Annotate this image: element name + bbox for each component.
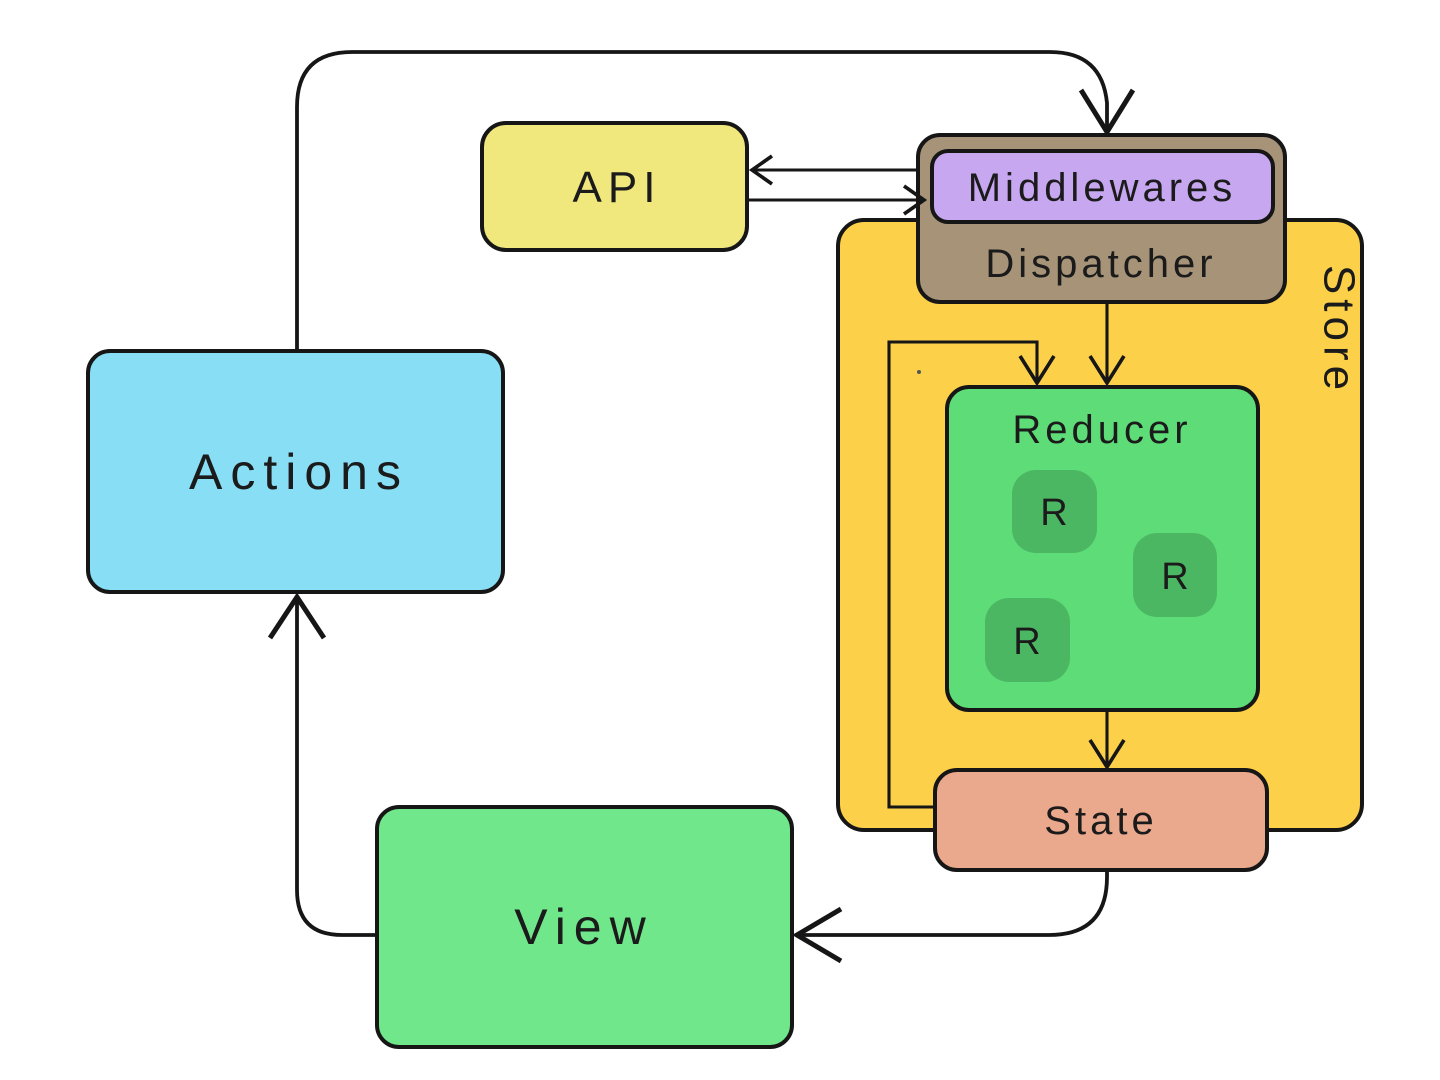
store-label: Store: [1314, 265, 1363, 395]
arrow-reducer-to-state: [1088, 710, 1126, 771]
reducer-r3-label: R: [1013, 621, 1040, 663]
arrow-state-to-reducer: [887, 340, 1056, 809]
reducer-r1-box: [1012, 470, 1097, 553]
ink-speck: [917, 370, 921, 374]
arrow-actions-to-dispatcher-head: [1078, 88, 1136, 137]
arrow-state-to-reducer-head: [1018, 355, 1056, 387]
arrow-state-to-reducer-line: [887, 340, 1039, 809]
arrow-middlewares-to-api-head: [748, 154, 774, 186]
arrow-api-to-middlewares-head: [902, 184, 928, 216]
arrow-view-to-actions-line: [295, 600, 377, 937]
arrow-view-to-actions: [267, 592, 377, 937]
arrow-state-to-view-line: [799, 870, 1109, 937]
view-label: View: [514, 899, 653, 955]
dispatcher-label: Dispatcher: [985, 242, 1216, 286]
arrow-actions-to-dispatcher: [295, 50, 1136, 351]
actions-label: Actions: [189, 444, 409, 500]
arrow-middlewares-to-api: [748, 154, 918, 186]
reducer-r2-box: [1133, 533, 1217, 617]
arrow-dispatcher-to-reducer: [1088, 302, 1126, 387]
state-box: [933, 768, 1269, 872]
arrow-actions-to-dispatcher-line: [295, 50, 1109, 351]
reducer-r3-box: [985, 598, 1070, 682]
arrow-dispatcher-to-reducer-head: [1088, 355, 1126, 387]
api-box: [480, 121, 749, 252]
reducer-r2-label: R: [1161, 556, 1188, 598]
arrow-reducer-to-state-head: [1088, 739, 1126, 771]
arrow-state-to-view-head: [792, 906, 843, 964]
middlewares-label: Middlewares: [968, 166, 1237, 210]
api-label: API: [573, 163, 662, 212]
arrow-view-to-actions-head: [267, 592, 327, 640]
view-box: [375, 805, 794, 1049]
state-label: State: [1044, 799, 1157, 843]
reducer-label: Reducer: [1012, 408, 1191, 452]
middlewares-box: [930, 149, 1275, 224]
reducer-r1-label: R: [1040, 492, 1067, 534]
arrow-state-to-view: [792, 870, 1109, 964]
arrow-api-to-middlewares: [747, 184, 928, 216]
